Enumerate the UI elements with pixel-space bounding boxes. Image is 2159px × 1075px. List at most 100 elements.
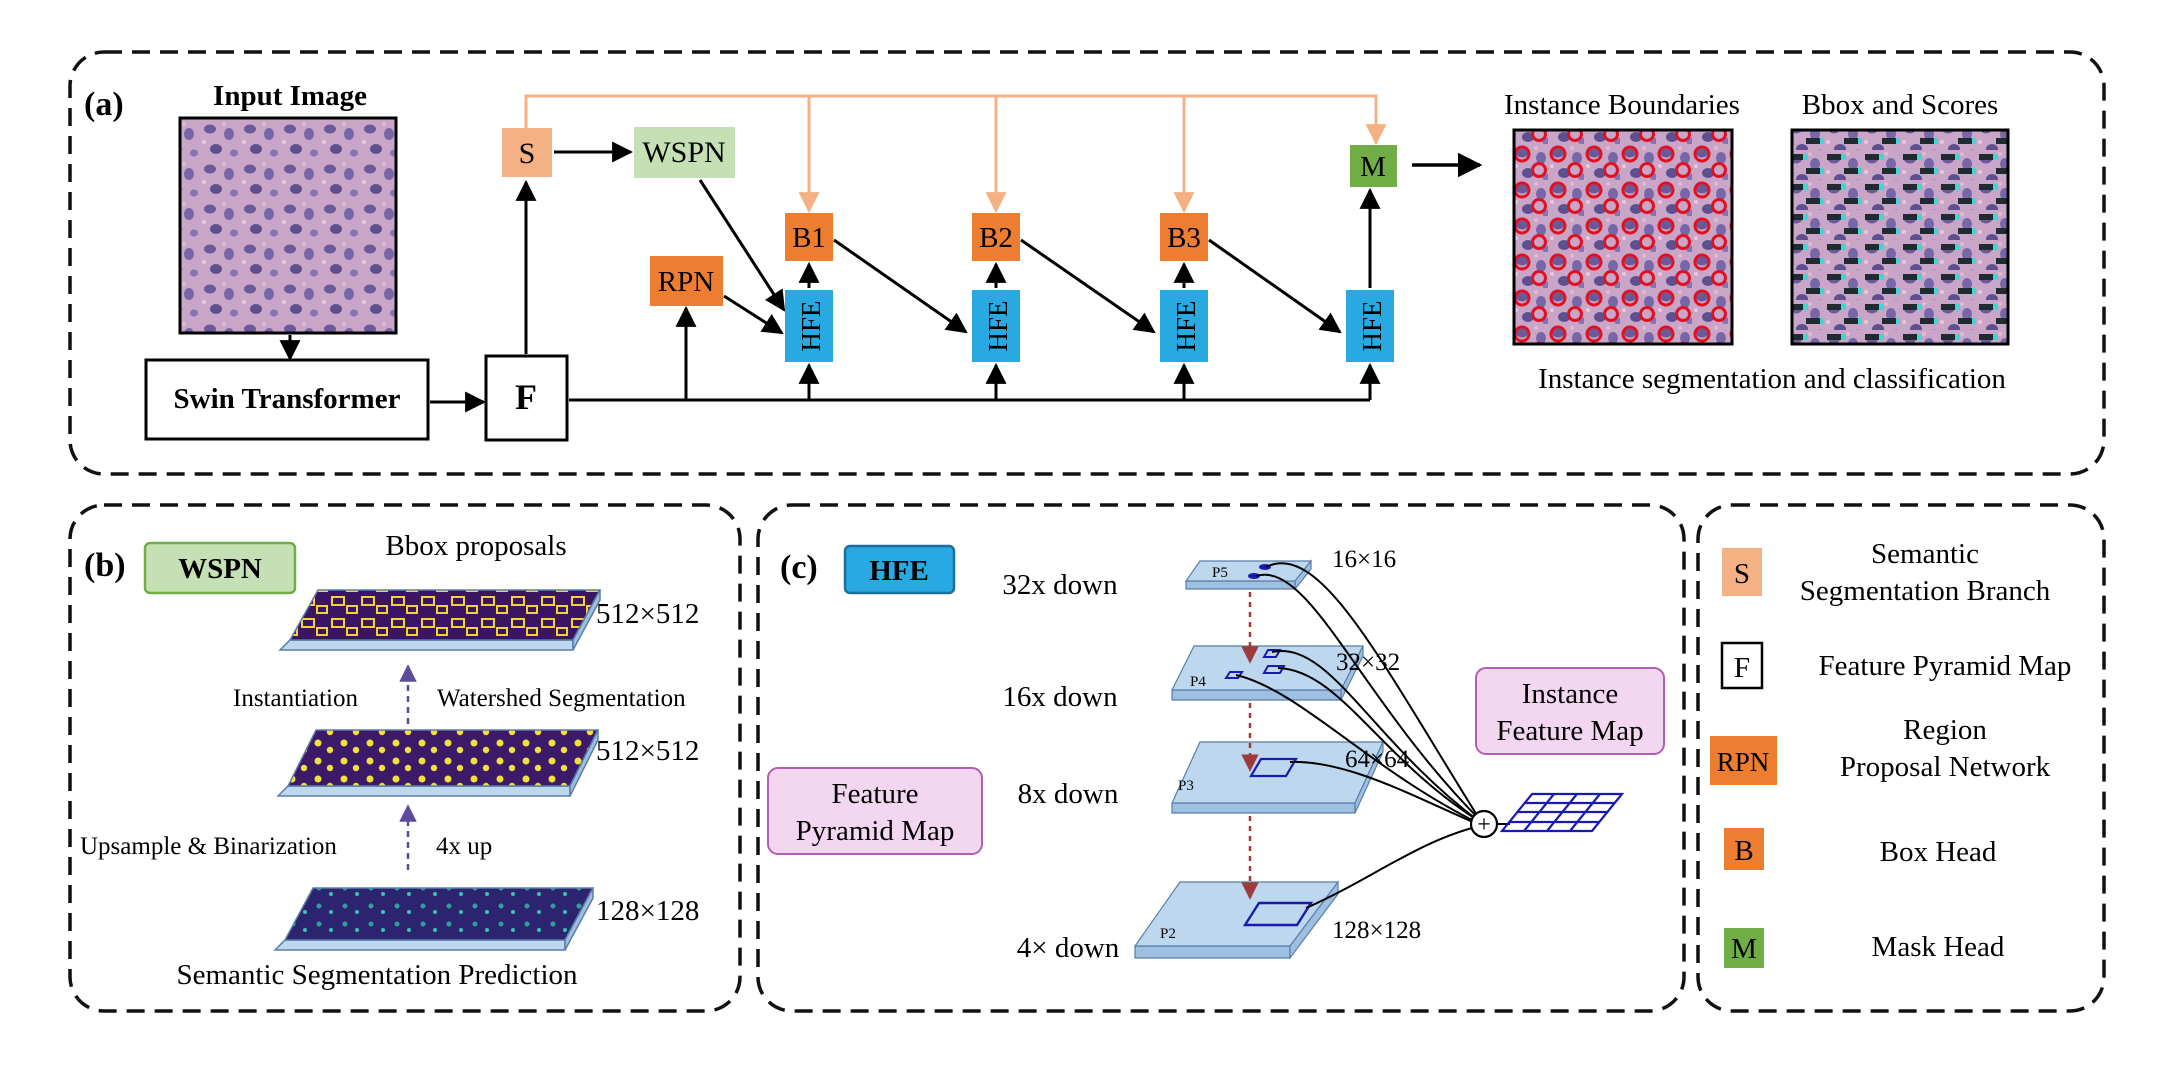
pyramid-level-p2 — [1133, 880, 1340, 960]
hfe-box-4: HFE — [1346, 290, 1394, 362]
roi-feature-curves — [1235, 562, 1483, 909]
instance-feature-grid — [1499, 792, 1625, 833]
b2-label: B2 — [979, 222, 1013, 254]
legend-m-swatch — [1724, 928, 1764, 968]
down8-label: 8x down — [1018, 778, 1119, 810]
hfe-box-3: HFE — [1160, 290, 1208, 362]
feature-pyramid-map-label-box — [767, 767, 983, 855]
watershed-label: Watershed Segmentation — [437, 685, 686, 712]
m-box — [1350, 145, 1397, 187]
pyramid-level-p5 — [1184, 559, 1313, 591]
hfe-box-1: HFE — [785, 290, 833, 362]
input-image-title: Input Image — [213, 80, 367, 112]
size-16: 16×16 — [1332, 546, 1396, 573]
plus-symbol: + — [1477, 812, 1491, 838]
size-mid: 512×512 — [596, 735, 699, 767]
size-bot: 128×128 — [596, 895, 699, 927]
p3-label: P3 — [1178, 778, 1194, 794]
fpm-line1: Feature — [832, 778, 919, 810]
b3-box — [1160, 213, 1208, 261]
upsample-label: Upsample & Binarization — [80, 833, 337, 860]
swin-transformer-label: Swin Transformer — [174, 383, 401, 415]
pyramid-level-p3 — [1171, 741, 1384, 814]
panel-a-border — [68, 50, 2106, 476]
fpm-line2: Pyramid Map — [796, 815, 955, 847]
wspn-badge — [143, 541, 297, 595]
s-label: S — [519, 137, 536, 170]
legend-s-swatch — [1722, 548, 1762, 596]
instance-feature-map-label-box — [1475, 667, 1665, 755]
arrow-wspn-to-hfe1 — [698, 179, 786, 312]
semantic-prediction-caption: Semantic Segmentation Prediction — [176, 959, 578, 991]
rpn-box — [650, 256, 723, 306]
wspn-label: WSPN — [642, 136, 725, 169]
legend-rpn-line2: Proposal Network — [1840, 751, 2051, 783]
legend-b-swatch — [1724, 828, 1764, 870]
input-image — [178, 116, 398, 335]
size-top: 512×512 — [596, 598, 699, 630]
legend-border — [1696, 503, 2106, 1013]
binary-mask-plane — [276, 729, 600, 797]
swin-transformer-box — [144, 358, 430, 441]
s-box — [502, 128, 552, 177]
instantiation-label: Instantiation — [233, 685, 358, 712]
legend-f-key: F — [1734, 652, 1750, 684]
up4x-label: 4x up — [436, 833, 492, 860]
p4-label: P4 — [1190, 674, 1206, 690]
bbox-proposal-plane — [278, 589, 602, 651]
p2-label: P2 — [1160, 926, 1176, 942]
output-caption: Instance segmentation and classification — [1538, 363, 2006, 395]
legend-m-line1: Mask Head — [1872, 931, 2005, 963]
legend-b-key: B — [1734, 835, 1753, 867]
ifm-line2: Feature Map — [1496, 715, 1643, 747]
bbox-scores-image — [1790, 128, 2010, 346]
arrow-rpn-to-hfe1 — [723, 294, 784, 335]
f-label: F — [515, 377, 537, 417]
pyramid-level-p4 — [1171, 645, 1364, 701]
size-128: 128×128 — [1332, 917, 1421, 944]
legend-s-line2: Segmentation Branch — [1800, 575, 2051, 607]
instance-boundaries-image — [1512, 128, 1734, 346]
bbox-scores-title: Bbox and Scores — [1802, 89, 1999, 121]
legend-f-line1: Feature Pyramid Map — [1819, 650, 2072, 682]
legend-f-swatch — [1720, 641, 1764, 690]
b1-label: B1 — [792, 222, 826, 254]
down32-label: 32x down — [1002, 569, 1118, 601]
panel-c-border — [756, 503, 1686, 1013]
legend-rpn-line1: Region — [1903, 714, 1987, 746]
hfe-label-4: HFE — [1357, 300, 1387, 351]
b3-label: B3 — [1167, 222, 1201, 254]
panel-b-border — [68, 503, 742, 1013]
legend-rpn-key: RPN — [1717, 747, 1770, 777]
panel-b-label: (b) — [84, 547, 126, 584]
wspn-box — [634, 127, 735, 178]
legend-rpn-swatch — [1710, 736, 1777, 785]
hfe-box-2: HFE — [972, 290, 1020, 362]
arrow-b3-to-hfe4 — [1208, 238, 1342, 334]
p5-label: P5 — [1212, 565, 1228, 581]
hfe-label-3: HFE — [1171, 300, 1201, 351]
panel-c-label: (c) — [780, 549, 818, 586]
f-box — [484, 354, 569, 442]
arrow-b1-to-hfe2 — [833, 238, 968, 334]
down4-label: 4× down — [1017, 932, 1120, 964]
aggregation-plus-node — [1469, 809, 1499, 839]
instance-boundaries-title: Instance Boundaries — [1504, 89, 1740, 121]
down16-label: 16x down — [1002, 681, 1118, 713]
m-label: M — [1360, 151, 1386, 183]
wspn-badge-label: WSPN — [178, 553, 262, 585]
size-64: 64×64 — [1345, 746, 1410, 773]
size-32: 32×32 — [1336, 649, 1400, 676]
ifm-line1: Instance — [1522, 678, 1619, 710]
arrow-b2-to-hfe3 — [1020, 238, 1156, 334]
legend-m-key: M — [1731, 933, 1757, 965]
semantic-prediction-plane — [273, 887, 595, 951]
legend-s-key: S — [1734, 558, 1750, 590]
b1-box — [785, 213, 833, 261]
bbox-proposals-label: Bbox proposals — [385, 530, 566, 562]
hfe-badge — [843, 544, 956, 595]
hfe-badge-label: HFE — [869, 555, 929, 587]
legend-s-line1: Semantic — [1871, 538, 1979, 570]
rpn-label: RPN — [658, 266, 714, 298]
